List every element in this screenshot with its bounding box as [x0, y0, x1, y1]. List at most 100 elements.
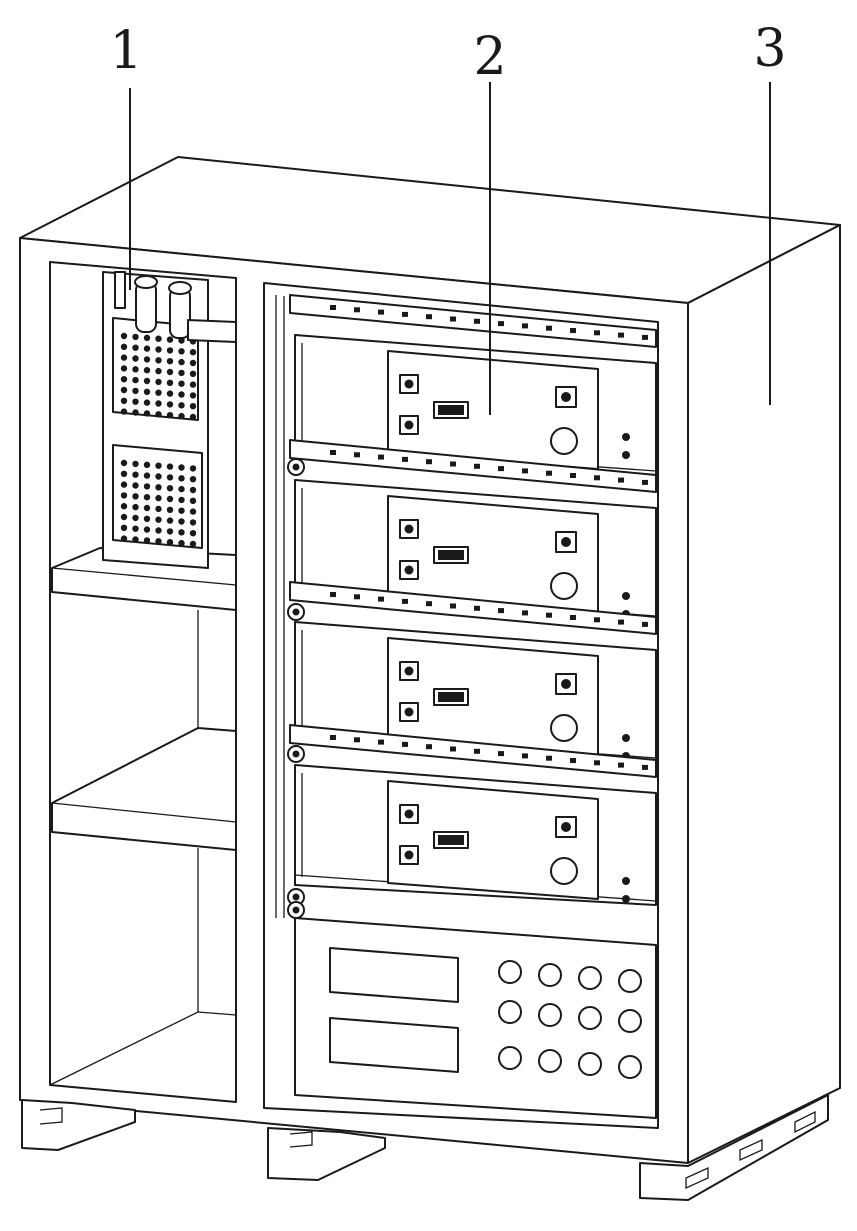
- rail-rivet: [546, 325, 552, 331]
- grille-hole: [132, 376, 139, 384]
- grille-hole: [143, 356, 151, 363]
- rail-rivet: [522, 323, 528, 329]
- rail-rivet: [498, 321, 504, 327]
- panel-button: [578, 1052, 602, 1076]
- grille-hole: [120, 386, 128, 394]
- grille-hole: [143, 483, 151, 490]
- rail-rivet: [378, 454, 384, 460]
- rail-rivet: [330, 592, 336, 597]
- grille-hole: [143, 461, 151, 468]
- module-rail: [289, 581, 657, 635]
- grille-hole: [189, 403, 197, 410]
- grille-hole: [120, 376, 128, 383]
- rail-rivet: [330, 450, 336, 455]
- grille-hole: [132, 525, 139, 532]
- display-window-1: [329, 947, 459, 1003]
- control-panel: [294, 917, 657, 1119]
- rail-rivet: [426, 601, 432, 607]
- grille-hole: [189, 530, 197, 537]
- grille-hole: [143, 537, 151, 544]
- callouts: 1 2 3: [109, 19, 787, 415]
- grille-hole: [178, 412, 185, 420]
- rail-rivet: [402, 311, 408, 317]
- rail-rivet: [522, 610, 528, 616]
- panel-button: [498, 960, 522, 984]
- grille-hole: [166, 528, 174, 535]
- rail-rivet: [378, 739, 384, 745]
- grille-hole: [143, 410, 151, 417]
- cabinet-side-face: [687, 224, 841, 1164]
- rail-rivet: [546, 755, 552, 761]
- grille-hole: [178, 475, 185, 482]
- led-indicator: [622, 592, 630, 600]
- rail-rivet: [354, 594, 360, 600]
- right-compartment: [263, 282, 659, 1129]
- grille-hole: [166, 358, 174, 365]
- grille-hole: [132, 493, 139, 500]
- grille-hole: [166, 336, 174, 343]
- grille-hole: [132, 398, 139, 405]
- grille-hole: [166, 474, 174, 481]
- grille-hole: [166, 485, 174, 492]
- rail-rivet: [402, 741, 408, 747]
- rail-rivet: [426, 459, 432, 465]
- knob: [550, 427, 578, 455]
- foot-right-slot-1: [685, 1166, 709, 1190]
- grille-hole: [143, 377, 151, 385]
- grille-hole: [166, 390, 174, 397]
- grille-hole: [155, 484, 162, 491]
- knob: [550, 857, 578, 885]
- grille-hole: [166, 495, 174, 503]
- rail-rivet: [642, 764, 648, 770]
- grille-hole: [178, 369, 185, 377]
- rail-rivet: [642, 621, 648, 627]
- grille-hole: [132, 366, 139, 373]
- knob: [550, 714, 578, 742]
- rail-rivet: [594, 330, 600, 336]
- rail-rivet: [594, 617, 600, 623]
- grille-hole: [189, 359, 197, 367]
- grille-hole: [178, 539, 185, 547]
- rail-rivet: [522, 753, 528, 759]
- display-window-2: [329, 1017, 459, 1073]
- grille-hole: [132, 514, 139, 522]
- grille-hole: [166, 347, 174, 354]
- pipe-bracket: [187, 319, 237, 343]
- rail-rivet: [546, 470, 552, 476]
- grille-hole: [143, 399, 151, 406]
- grille-hole: [155, 473, 162, 480]
- grille-hole: [132, 460, 139, 468]
- rail-rivet: [522, 468, 528, 474]
- grille-hole: [120, 524, 128, 531]
- led-indicator: [622, 433, 630, 441]
- grille-hole: [155, 505, 162, 513]
- grille-hole: [178, 485, 185, 493]
- rail-rivet: [618, 332, 624, 338]
- led-indicator: [622, 734, 630, 742]
- grille-hole: [166, 368, 174, 376]
- grille-hole: [189, 508, 197, 515]
- grille-hole: [155, 538, 162, 545]
- grille-hole: [178, 391, 185, 398]
- grille-hole: [155, 516, 162, 523]
- shelf-lower: [51, 727, 237, 851]
- grille-hole: [166, 401, 174, 408]
- foot-left: [21, 1099, 136, 1151]
- grille-hole: [155, 494, 162, 502]
- grille-hole: [143, 526, 151, 533]
- label-1: 1: [109, 21, 142, 81]
- rail-rivet: [450, 316, 456, 322]
- knob: [550, 572, 578, 600]
- rail-rivet: [498, 751, 504, 757]
- module-rail: [289, 439, 657, 493]
- base-feet: [21, 1094, 829, 1201]
- grille-hole: [143, 494, 151, 501]
- rail-rivet: [450, 746, 456, 752]
- grille-hole: [189, 476, 197, 483]
- rail-rivet: [474, 318, 480, 324]
- grille-hole: [166, 517, 174, 524]
- foot-middle: [267, 1127, 386, 1181]
- led-indicator: [622, 451, 630, 459]
- module-rail: [289, 724, 657, 778]
